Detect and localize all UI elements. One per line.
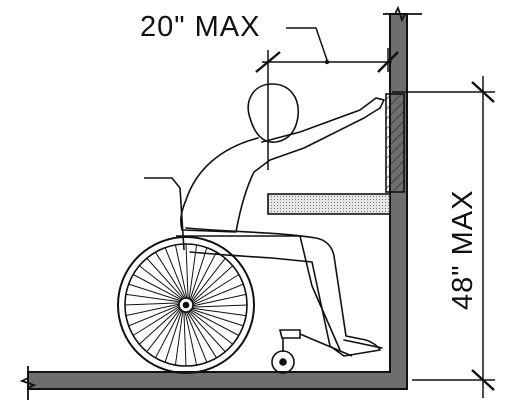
wheel-spoke (189, 247, 208, 300)
wheel-spoke (132, 274, 182, 301)
wheel-spoke (146, 308, 181, 353)
wheel-spoke (125, 293, 180, 303)
wheel-spoke (188, 311, 226, 353)
top-dimension (255, 27, 399, 170)
main-wheel (117, 236, 255, 374)
wheel-spoke (124, 302, 180, 306)
wheel-spoke (192, 293, 247, 307)
wheel-spoke (185, 311, 208, 363)
wall-and-floor (19, 5, 422, 400)
wall-break-icon (383, 5, 422, 23)
foot (343, 339, 383, 349)
torso (180, 137, 271, 233)
wheel-spoke (155, 251, 185, 299)
seat-frame (176, 235, 341, 351)
wheel-spoke (189, 310, 234, 345)
wheel-spoke (192, 265, 234, 303)
top-dimension-label: 20" MAX (140, 11, 260, 43)
wheel-spoke (192, 283, 244, 306)
wheel-spoke (192, 304, 248, 308)
wheel-spoke (190, 309, 240, 336)
wheel-spoke (128, 283, 181, 302)
wheel-spoke (190, 251, 217, 301)
wheel-spokes (124, 243, 248, 367)
head (247, 83, 299, 143)
counter-obstruction (267, 193, 391, 215)
wheel-spoke (164, 247, 187, 299)
side-dimension (392, 76, 495, 398)
wheel-spoke (187, 311, 217, 359)
footrest (278, 329, 301, 339)
wheel-spoke (184, 311, 198, 366)
wheel-spoke (128, 304, 180, 327)
wheel-spoke (174, 311, 184, 366)
wheel-spoke (132, 306, 180, 336)
wheel-spoke (191, 257, 226, 302)
leg (185, 227, 381, 357)
wheel-spoke (155, 309, 182, 359)
reaching-arm (261, 97, 385, 161)
wheel-spoke (191, 308, 244, 327)
wheelchair (117, 177, 353, 374)
side-dimension-label: 48" MAX (447, 190, 479, 310)
floor-break-icon (19, 366, 37, 400)
wheel-spoke (174, 244, 188, 299)
wheel-spoke (164, 310, 183, 363)
wheel-spoke (192, 307, 247, 317)
wall-mounted-control (385, 93, 405, 193)
wheel-spoke (192, 274, 240, 304)
wheel-spoke (125, 303, 180, 317)
wheel-spoke (183, 311, 187, 367)
wheel-spoke (146, 257, 184, 299)
wheel-spoke (188, 244, 198, 299)
push-handle (144, 177, 185, 251)
wheel-spoke (138, 307, 180, 345)
wheel-spoke (185, 243, 189, 299)
wheel-spoke (138, 265, 183, 300)
